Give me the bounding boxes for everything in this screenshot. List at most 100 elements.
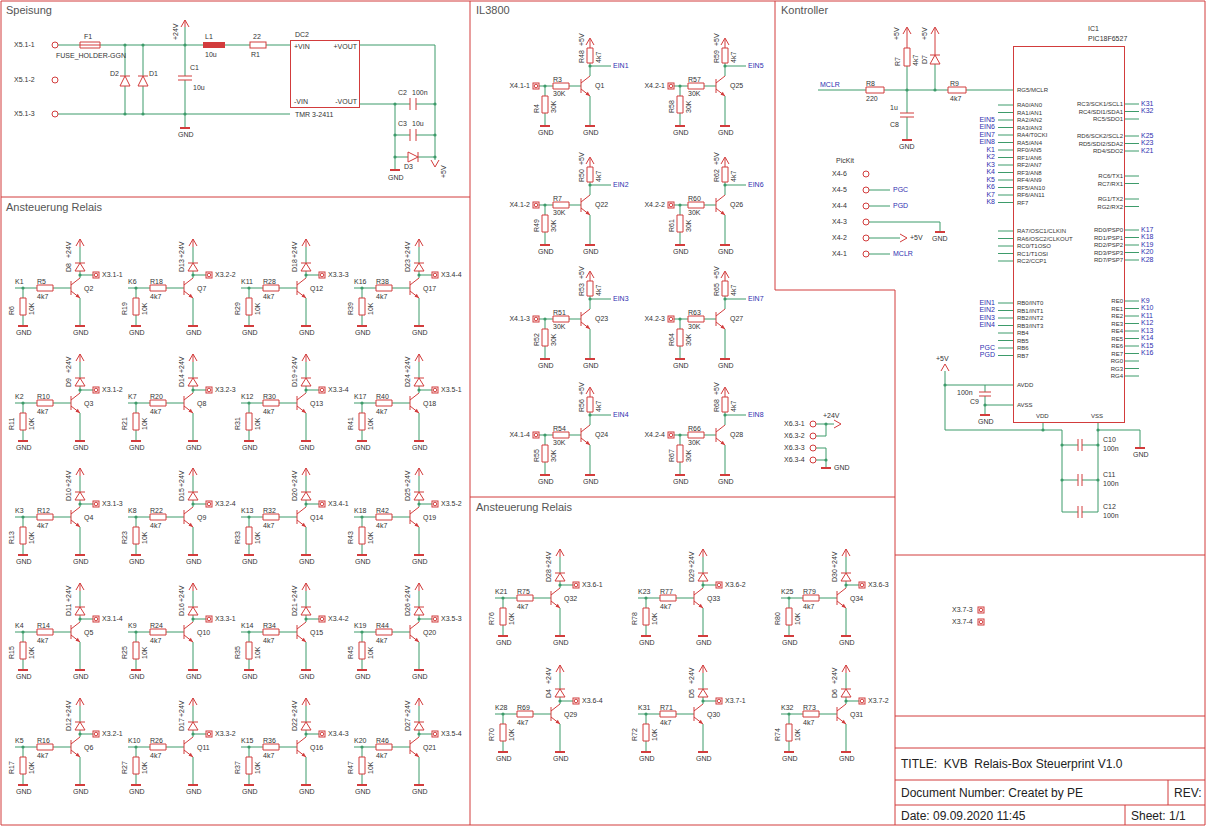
part-value: 10K	[141, 647, 149, 659]
part-name: R76	[488, 612, 496, 625]
part-value: 220	[866, 95, 878, 103]
connector-label: X3.1-2	[102, 386, 123, 394]
part-value: 4k7	[730, 401, 738, 412]
part-name: Q17	[423, 285, 436, 293]
pin-name: RB0/INT0	[1017, 300, 1043, 307]
part-name: Q15	[310, 629, 323, 637]
part-name: D18	[291, 259, 299, 272]
net-label: K31	[638, 704, 650, 712]
part-value: 4k7	[730, 285, 738, 296]
part-value: 4k7	[150, 522, 161, 530]
connector-label: X3.4-3	[328, 730, 349, 738]
part-value: 1u	[890, 104, 898, 112]
ground-label: GND	[242, 329, 258, 337]
part-name: D23	[404, 259, 412, 272]
part-value: 10K	[367, 647, 375, 659]
part-value: 30K	[553, 90, 565, 98]
pin-name: RD0/PSP0	[1094, 227, 1123, 234]
part-value: 4k7	[376, 522, 387, 530]
part-name: IC1	[1088, 25, 1099, 33]
part-value: 100n	[1103, 480, 1119, 488]
ground-label: GND	[355, 788, 371, 796]
part-name: R27	[121, 761, 129, 774]
net-label: K13	[1141, 327, 1153, 335]
part-name: R14	[37, 622, 50, 630]
part-name: R80	[774, 612, 782, 625]
connector-label: X3.7-1	[725, 697, 746, 705]
pin-name: RG3	[1111, 366, 1123, 373]
part-value: 4k7	[950, 95, 961, 103]
supply-label: +24V	[688, 667, 696, 684]
part-name: R11	[8, 418, 16, 430]
ground-label: GND	[355, 558, 371, 566]
part-name: D6	[831, 689, 839, 698]
part-name: Q5	[84, 629, 93, 637]
part-name: Q4	[84, 514, 93, 522]
ground-label: GND	[673, 478, 689, 486]
part-name: R28	[263, 278, 276, 286]
part-value: 30K	[550, 220, 558, 232]
part-value: 30K	[688, 209, 700, 217]
supply-label: +24V	[291, 585, 299, 602]
supply-label: +24V	[178, 470, 186, 487]
pin-name: RG5/MCLR	[1017, 87, 1048, 94]
part-value: 4k7	[595, 171, 603, 182]
pin-name: RD4/SDO2	[1093, 148, 1123, 155]
part-value: 30K	[553, 209, 565, 217]
part-name: D11	[65, 604, 73, 616]
part-name: D4	[545, 689, 553, 698]
net-label: K32	[781, 704, 793, 712]
ground-label: GND	[696, 755, 712, 763]
date-cell: Date: 09.09.2020 11:45	[895, 805, 1125, 826]
ground-label: GND	[412, 788, 428, 796]
ground-label: GND	[355, 329, 371, 337]
net-label: MCLR	[820, 81, 840, 89]
part-name: R40	[376, 393, 389, 401]
title-cell: TITLE: KVB Relais-Box Steuerprint V1.0	[895, 748, 1206, 780]
supply-label: +5V	[893, 27, 901, 40]
supply-label: +24V	[178, 585, 186, 602]
ground-label: GND	[639, 755, 655, 763]
net-label: K21	[1141, 147, 1153, 155]
ground-label: GND	[782, 639, 798, 647]
pin-name: RC7/RX1	[1098, 181, 1123, 188]
part-value: 4k7	[37, 408, 48, 416]
supply-label: +24V	[688, 551, 696, 568]
ground-label: GND	[242, 444, 258, 452]
part-name: D13	[178, 259, 186, 272]
part-value: 30K	[553, 439, 565, 447]
part-name: Q33	[707, 595, 720, 603]
ground-label: GND	[299, 788, 315, 796]
part-name: Q19	[423, 514, 436, 522]
net-label: K9	[1141, 297, 1150, 305]
part-value: 10K	[28, 418, 36, 430]
pin-name: RB5	[1017, 338, 1029, 345]
part-value: 4k7	[595, 52, 603, 63]
net-label: EIN4	[613, 411, 629, 419]
part-name: Q12	[310, 285, 323, 293]
supply-label: +24V	[65, 356, 73, 373]
part-name: R74	[774, 728, 782, 741]
connector-label: X3.4-2	[328, 615, 349, 623]
connector-label: X4.1-2	[509, 201, 530, 209]
part-name: R4	[533, 104, 541, 113]
part-name: R30	[263, 393, 276, 401]
part-name: R67	[668, 449, 676, 462]
connector-label: X3.4-1	[328, 500, 349, 508]
net-label: K6	[128, 278, 137, 286]
ground-label: GND	[782, 755, 798, 763]
part-value: 30K	[550, 334, 558, 346]
ic-box: IC1PIC18F6527RG5/MCLRRA0/AN0RA1/AN1RA2/A…	[1013, 46, 1125, 423]
net-label: K17	[1141, 226, 1153, 234]
part-value: 10K	[651, 729, 659, 741]
part-value: 30K	[688, 90, 700, 98]
part-value: 10K	[254, 762, 262, 774]
part-value: 100n	[1103, 445, 1119, 453]
note-label: PicKit	[836, 157, 854, 165]
part-value: 10K	[367, 303, 375, 315]
net-label: K28	[495, 704, 507, 712]
part-name: R61	[668, 219, 676, 232]
part-name: Q1	[595, 82, 604, 90]
title-text: Document Number: Createt by PE	[901, 786, 1083, 800]
part-name: R46	[376, 737, 389, 745]
